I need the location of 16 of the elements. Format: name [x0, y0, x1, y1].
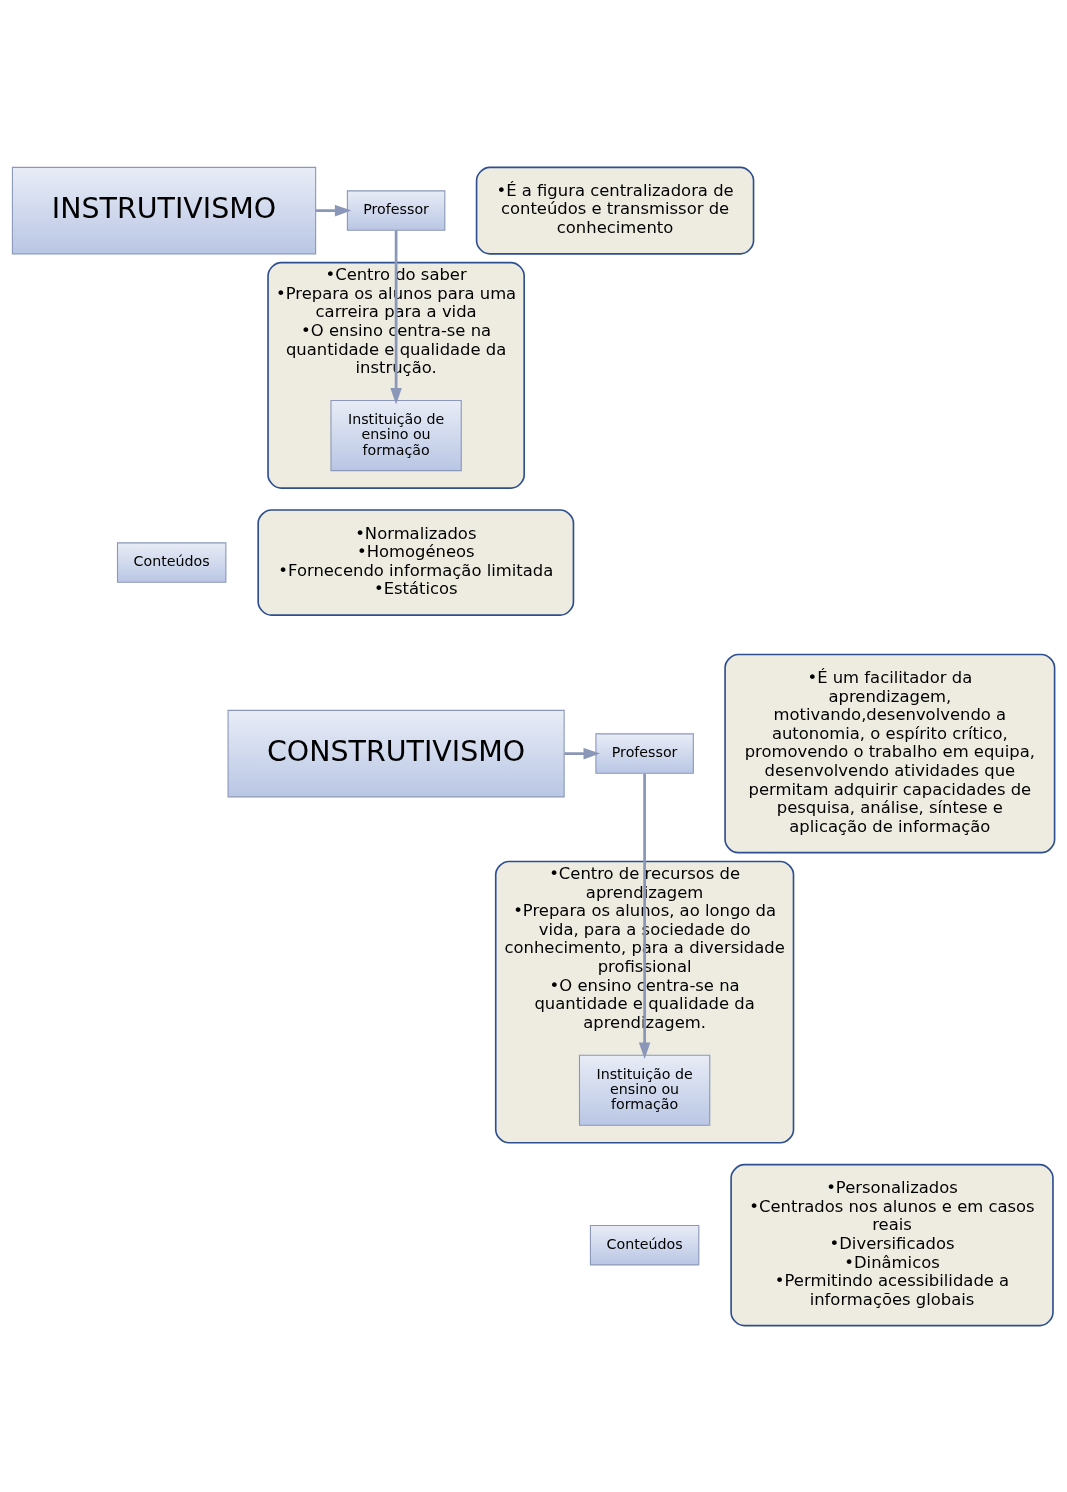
node-box: •Personalizados •Centrados nos alunos e em casos reais •Diversificados •Dinâmicos •Permitindo acessibilidade a informações globais	[730, 1163, 1054, 1326]
node-box: Instituição de ensino ou formação	[330, 399, 462, 471]
node-box: Conteúdos	[116, 541, 227, 583]
arrow	[564, 747, 600, 759]
node-box: •É um facilitador da aprendizagem, motivando,desenvolvendo a autonomia, o espírito crítico, promovendo o trabalho em equipa, desenvolvendo atividades que permitam adquirir capacidades de pesquisa, análise, síntese e aplicação de informação	[724, 653, 1056, 853]
node-box: Professor	[346, 189, 446, 231]
node-box: INSTRUTIVISMO	[11, 166, 317, 254]
arrow	[390, 229, 402, 404]
node-box: •É a figura centralizadora de conteúdos e transmissor de conhecimento	[475, 166, 755, 255]
arrow	[315, 204, 352, 216]
node-box: Conteúdos	[589, 1224, 700, 1265]
node-box: Professor	[595, 732, 694, 774]
arrow	[638, 773, 651, 1059]
node-box: •Normalizados •Homogéneos •Fornecendo informação limitada •Estáticos	[257, 508, 575, 616]
node-box: CONSTRUTIVISMO	[227, 709, 565, 797]
node-box: Instituição de ensino ou formação	[578, 1054, 711, 1126]
